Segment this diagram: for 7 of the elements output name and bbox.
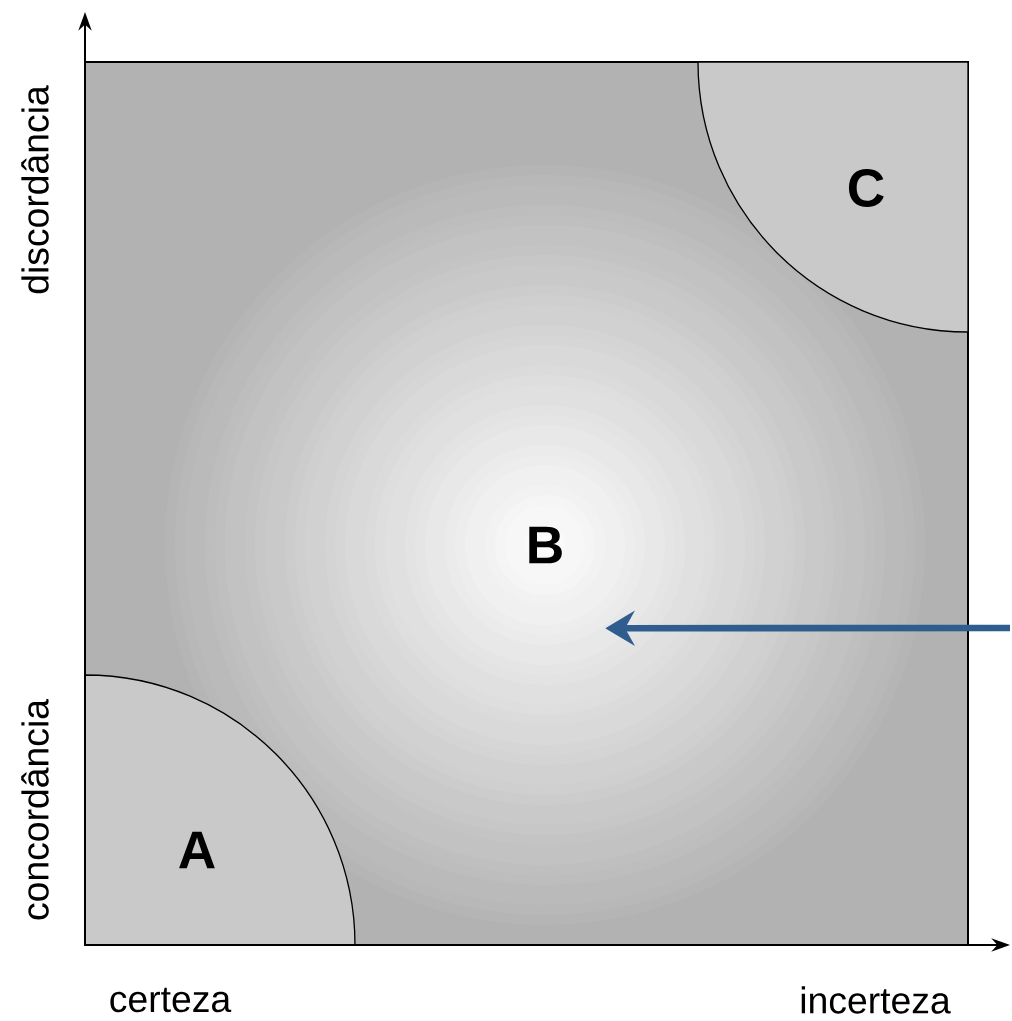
axis-label: discordância — [21, 85, 49, 294]
axis-label: certeza — [110, 987, 232, 1013]
quarter-circle-region: C — [697, 61, 969, 333]
axis-label: concordância — [21, 699, 49, 920]
region-label: B — [529, 526, 562, 564]
axis-label: incerteza — [801, 986, 951, 1014]
quarter-circle-region: A — [84, 674, 356, 946]
